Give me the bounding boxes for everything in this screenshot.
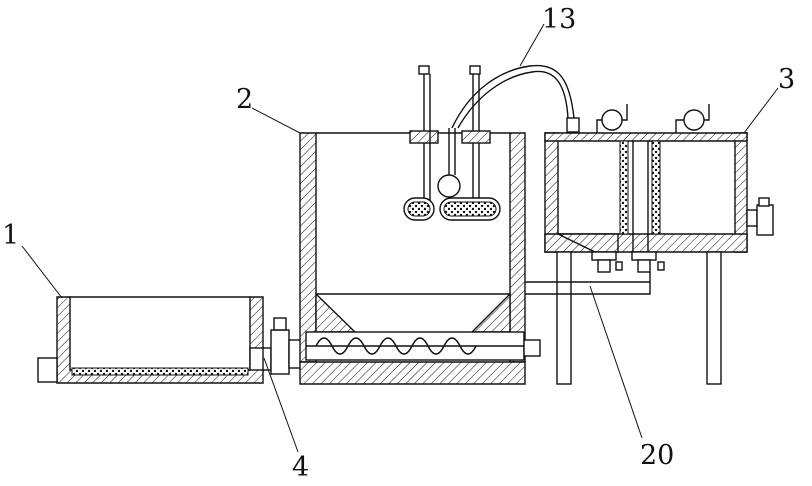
tank-2 (299, 132, 541, 385)
return-pipe-20 (525, 272, 651, 295)
tank-3 (544, 104, 774, 385)
label-4: 4 (292, 452, 309, 483)
label-13: 13 (542, 4, 576, 35)
stirring-paddle (403, 128, 501, 221)
label-2: 2 (236, 84, 253, 115)
tank-1-mesh (71, 367, 249, 376)
screw-helix (315, 337, 477, 355)
tank-1 (37, 296, 265, 384)
leader-lines (21, 23, 779, 453)
hose-13 (451, 64, 580, 133)
label-3: 3 (778, 64, 795, 95)
tank-1-outlet-pipe (37, 357, 58, 383)
connector-4 (262, 317, 304, 375)
label-20: 20 (640, 440, 674, 471)
tank-1-right-flange (249, 347, 265, 371)
agitator-right (461, 65, 491, 200)
label-1: 1 (2, 220, 19, 251)
agitator-left (409, 65, 439, 213)
